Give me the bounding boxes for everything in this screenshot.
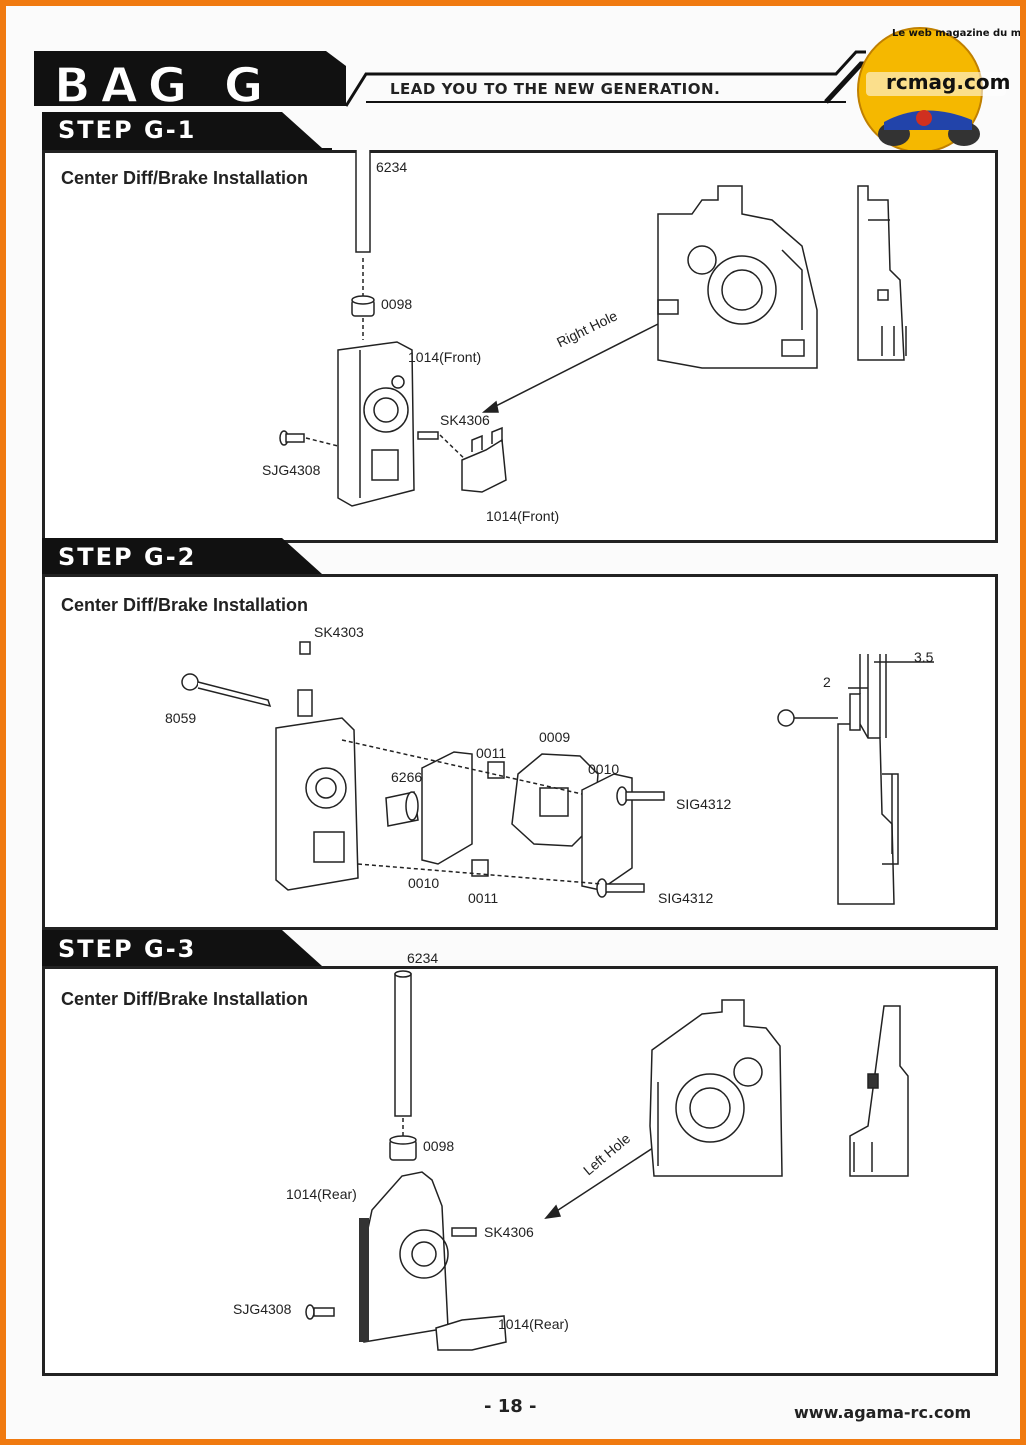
housing-view-part: [657, 185, 818, 369]
brake-plate-part: [421, 751, 473, 865]
part-label: 1014(Front): [486, 508, 560, 524]
dimension-label: 3.5: [914, 649, 934, 665]
rcmag-arc-text: Le web magazine du modelisme: [892, 28, 1022, 39]
part-label: 0011: [476, 745, 507, 761]
shaft-part: [355, 150, 371, 253]
part-label: SIG4312: [658, 890, 714, 906]
housing-profile-part: [857, 185, 905, 361]
step-panel: [42, 150, 998, 543]
dimension-label: 2: [823, 674, 831, 690]
housing-part: [359, 1171, 449, 1343]
part-label: 6234: [407, 950, 439, 966]
step-label: STEP G-1: [58, 116, 197, 144]
part-label: 0010: [408, 875, 440, 891]
part-label: 1014(Rear): [286, 1186, 357, 1202]
brake-mount-part: [461, 438, 507, 493]
step-subtitle: Center Diff/Brake Installation: [61, 595, 309, 615]
part-label: 0098: [423, 1138, 455, 1154]
part-label: 1014(Rear): [498, 1316, 569, 1332]
housing-part: [275, 717, 359, 891]
part-label: SJG4308: [233, 1301, 292, 1317]
part-label: SIG4312: [676, 796, 732, 812]
housing-profile-part: [849, 1005, 909, 1177]
step-label: STEP G-2: [58, 543, 197, 571]
shaft-part: [394, 973, 412, 1117]
part-label: 0010: [588, 761, 620, 777]
part-label: 8059: [165, 710, 197, 726]
housing-part: [337, 341, 415, 507]
header-tagline: LEAD YOU TO THE NEW GENERATION.: [390, 80, 721, 98]
step-g3-diagram: [305, 970, 909, 1351]
step-g1-diagram: [279, 150, 907, 507]
part-label: 6266: [391, 769, 423, 785]
part-label: SK4303: [314, 624, 364, 640]
step-subtitle: Center Diff/Brake Installation: [61, 989, 309, 1009]
part-label: 0009: [539, 729, 571, 745]
rcmag-brand: rcmag.com: [886, 70, 1011, 94]
part-label: 1014(Front): [408, 349, 482, 365]
website-url: www.agama-rc.com: [794, 1403, 972, 1422]
step-panel: [42, 966, 998, 1376]
step-tab: [42, 112, 332, 154]
part-label: 6234: [376, 159, 408, 175]
rcmag-logo: [857, 27, 1006, 153]
page-number: - 18 -: [484, 1396, 537, 1417]
part-label: SJG4308: [262, 462, 321, 478]
part-label: 0011: [468, 890, 499, 906]
part-label: 0098: [381, 296, 413, 312]
part-label: SK4306: [440, 412, 490, 428]
step-subtitle: Center Diff/Brake Installation: [61, 168, 309, 188]
housing-view-part: [649, 999, 783, 1177]
step-tab: [42, 538, 332, 580]
bag-title: BAG G: [53, 57, 274, 115]
housing-profile-part: [837, 723, 895, 905]
part-label: SK4306: [484, 1224, 534, 1240]
step-g2-diagram: [181, 641, 934, 905]
brake-mount-part: [435, 1315, 507, 1351]
step-label: STEP G-3: [58, 935, 197, 963]
step-tab: [42, 930, 332, 972]
